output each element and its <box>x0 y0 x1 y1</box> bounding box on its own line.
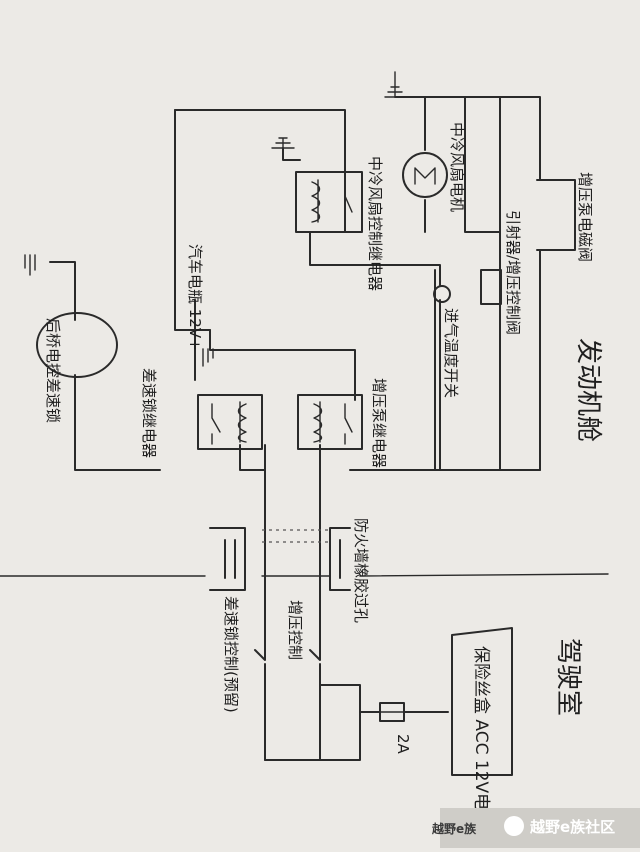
svg-text:增压控制: 增压控制 <box>286 600 304 660</box>
svg-text:保险丝盒 ACC 12V电: 保险丝盒 ACC 12V电 <box>471 646 491 810</box>
svg-text:后桥电控差速锁: 后桥电控差速锁 <box>44 318 62 423</box>
label-fan-relay: 中冷风扇控制继电器 <box>366 156 384 291</box>
svg-text:发动机舱: 发动机舱 <box>573 338 603 442</box>
label-firewall-grommet: 防火墙橡胶过孔 <box>352 518 370 623</box>
watermark-brand: 越野e族 <box>431 821 477 836</box>
firewall-grommets <box>209 527 351 591</box>
firewall-line <box>0 573 609 577</box>
wheel-lock-relay-box <box>197 394 263 450</box>
svg-text:汽车电瓶 12V+: 汽车电瓶 12V+ <box>186 244 204 351</box>
label-pump-relay: 增压泵继电器 <box>370 378 388 468</box>
wechat-icon <box>504 816 524 836</box>
cabin-switches <box>254 647 381 761</box>
fuse-symbol <box>379 702 449 722</box>
label-engine-bay: 发动机舱 <box>573 338 603 442</box>
label-temp-switch: 进气温度开关 <box>442 308 460 398</box>
pressure-sensor-box <box>536 179 576 251</box>
fan-relay <box>295 171 363 233</box>
fan-motor-symbol <box>402 152 448 198</box>
label-battery: 汽车电瓶 12V+ <box>186 244 204 351</box>
svg-text:驾驶室: 驾驶室 <box>553 638 583 716</box>
svg-text:中冷风扇控制继电器: 中冷风扇控制继电器 <box>366 156 384 291</box>
fuse-box <box>451 627 513 776</box>
guide-dashes <box>262 529 330 543</box>
svg-text:增压泵继电器: 增压泵继电器 <box>370 378 388 468</box>
svg-text:引射器/增压控制阀: 引射器/增压控制阀 <box>504 210 522 335</box>
rear-lock-motor <box>36 312 118 378</box>
label-cabin: 驾驶室 <box>553 638 583 716</box>
pump-relay-box <box>297 394 363 450</box>
svg-text:差速锁控制(预留): 差速锁控制(预留) <box>222 596 240 713</box>
valve-symbol <box>480 269 502 305</box>
temperature-switch-symbol <box>433 285 451 303</box>
label-fuse: 2A <box>394 734 412 755</box>
svg-text:中冷风扇电机: 中冷风扇电机 <box>448 122 466 212</box>
label-fan-motor: 中冷风扇电机 <box>448 122 466 212</box>
svg-text:进气温度开关: 进气温度开关 <box>442 308 460 398</box>
label-pressure-sensor: 增压泵电磁阀 <box>576 172 594 262</box>
label-fuse-source: 保险丝盒 ACC 12V电 <box>471 646 491 810</box>
svg-text:差速锁继电器: 差速锁继电器 <box>140 368 158 458</box>
label-wheel-lock-switch: 差速锁控制(预留) <box>222 596 240 713</box>
label-valve: 引射器/增压控制阀 <box>504 210 522 335</box>
watermark: 越野e族 越野e族社区 <box>431 808 640 848</box>
label-wheel-lock-relay: 差速锁继电器 <box>140 368 158 458</box>
ground-symbols <box>24 71 406 367</box>
watermark-community: 越野e族社区 <box>529 818 615 836</box>
svg-text:增压泵电磁阀: 增压泵电磁阀 <box>576 172 594 262</box>
label-pump-switch: 增压控制 <box>286 600 304 660</box>
label-rear-lock: 后桥电控差速锁 <box>44 318 62 423</box>
svg-text:2A: 2A <box>394 734 412 755</box>
svg-text:防火墙橡胶过孔: 防火墙橡胶过孔 <box>352 518 370 623</box>
